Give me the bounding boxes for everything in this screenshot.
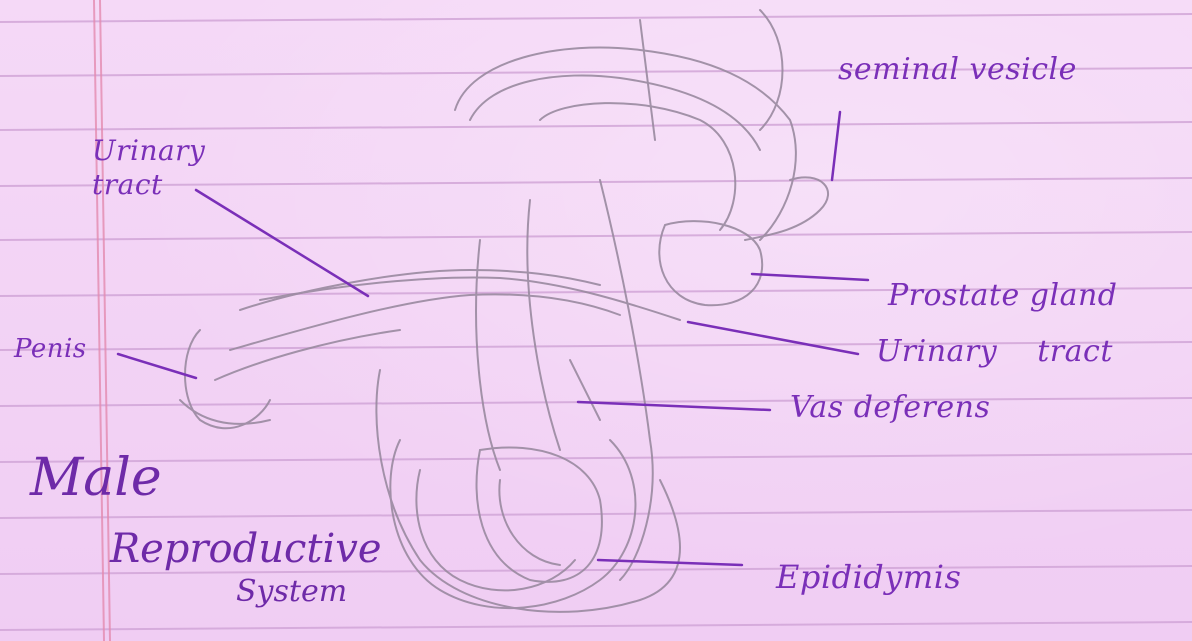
pointer-vas-deferens	[578, 402, 770, 410]
label-penis: Penis	[14, 334, 87, 364]
pointer-epididymis	[598, 560, 742, 565]
title-line-3: System	[236, 574, 347, 609]
pointer-prostate-gland	[752, 274, 868, 280]
pointer-penis	[118, 354, 196, 378]
label-prostate-gland: Prostate gland	[888, 278, 1117, 313]
label-urinary-tract-left: Urinary tract	[92, 134, 252, 202]
label-vas-deferens: Vas deferens	[790, 390, 990, 425]
label-seminal-vesicle: seminal vesicle	[838, 52, 1077, 87]
pointer-urinary-tract-left	[196, 190, 368, 296]
title-line-1: Male	[30, 448, 162, 508]
margin-line	[94, 0, 110, 641]
pointer-urinary-tract-right	[688, 322, 858, 354]
title-line-2: Reproductive	[110, 526, 382, 572]
label-epididymis: Epididymis	[776, 558, 961, 596]
pointer-seminal-vesicle	[832, 112, 840, 180]
label-urinary-tract-right: Urinary tract	[876, 334, 1113, 369]
organ-sketch	[180, 10, 828, 612]
